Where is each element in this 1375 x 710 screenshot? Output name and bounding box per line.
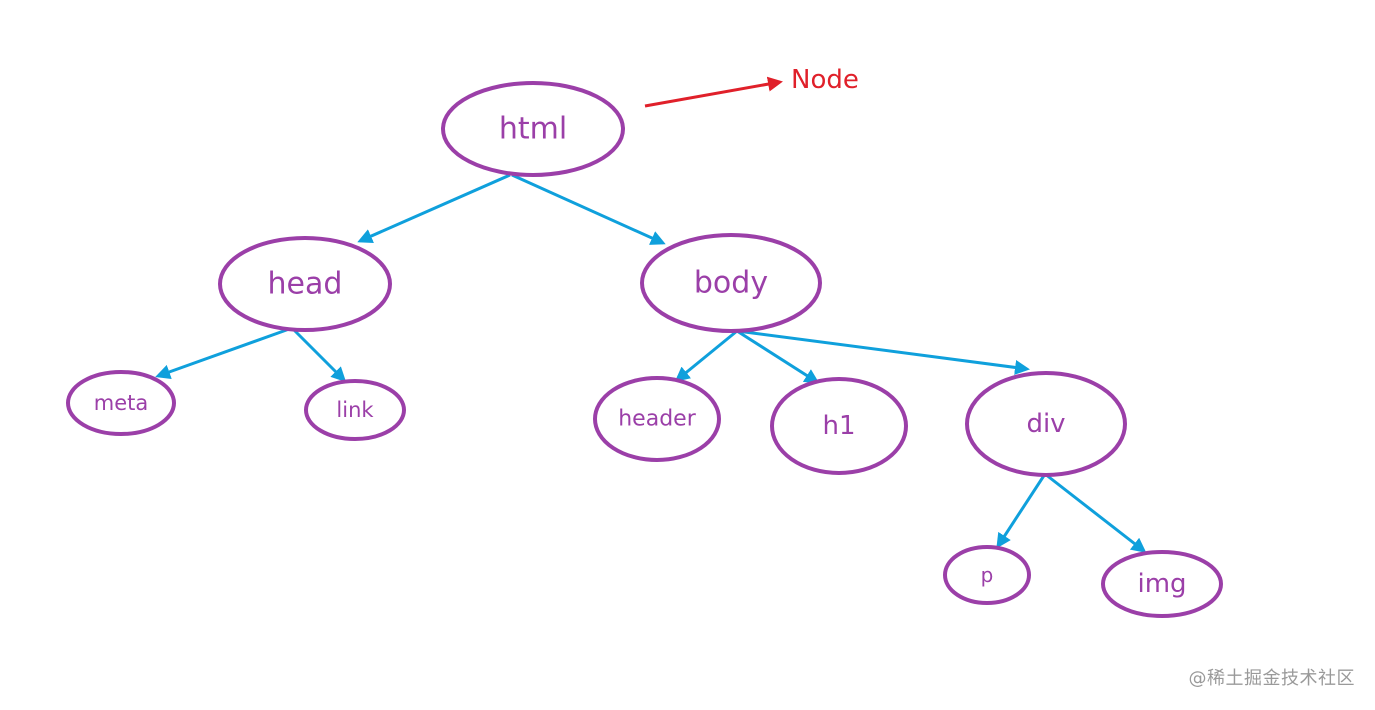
node-head: head	[218, 236, 392, 332]
node-label-h1: h1	[822, 411, 855, 441]
node-ellipse-body	[640, 233, 822, 333]
node-ellipse-head	[218, 236, 392, 332]
node-ellipse-html	[441, 81, 625, 177]
edge-div-to-p	[996, 473, 1047, 549]
node-label-body: body	[694, 266, 768, 301]
node-body: body	[640, 233, 822, 333]
edge-div-to-img	[1044, 472, 1147, 553]
node-ellipse-meta	[66, 370, 176, 436]
node-label-link: link	[336, 398, 374, 422]
watermark-text: @稀土掘金技术社区	[1188, 668, 1355, 689]
node-label-div: div	[1026, 409, 1065, 439]
nodes-layer: html head body meta link header h1 div p img	[66, 81, 1223, 618]
node-ellipse-link	[304, 379, 406, 441]
node-h1: h1	[770, 377, 908, 475]
edges-layer	[155, 173, 1147, 553]
node-link: link	[304, 379, 406, 441]
node-div: div	[965, 371, 1127, 477]
node-p: p	[943, 545, 1031, 605]
edge-html-to-head	[357, 173, 511, 244]
node-ellipse-div	[965, 371, 1127, 477]
edge-body-to-header	[674, 329, 738, 382]
node-ellipse-h1	[770, 377, 908, 475]
annotation-layer: Node	[644, 65, 859, 108]
node-ellipse-img	[1101, 550, 1223, 618]
node-ellipse-header	[593, 376, 721, 462]
edge-html-to-body	[511, 173, 666, 245]
node-html: html	[441, 81, 625, 177]
node-meta: meta	[66, 370, 176, 436]
node-annotation-label: Node	[791, 65, 859, 95]
node-label-head: head	[268, 267, 343, 302]
node-annotation-arrow	[644, 76, 783, 108]
edge-body-to-h1	[736, 329, 820, 384]
node-header: header	[593, 376, 721, 462]
edge-body-to-div	[736, 329, 1030, 375]
node-ellipse-p	[943, 545, 1031, 605]
edge-head-to-link	[290, 326, 347, 383]
node-label-html: html	[499, 112, 567, 147]
node-label-header: header	[618, 407, 696, 432]
node-label-meta: meta	[94, 391, 148, 415]
edge-head-to-meta	[155, 326, 293, 380]
node-label-p: p	[981, 563, 994, 587]
node-label-img: img	[1137, 569, 1186, 599]
node-img: img	[1101, 550, 1223, 618]
